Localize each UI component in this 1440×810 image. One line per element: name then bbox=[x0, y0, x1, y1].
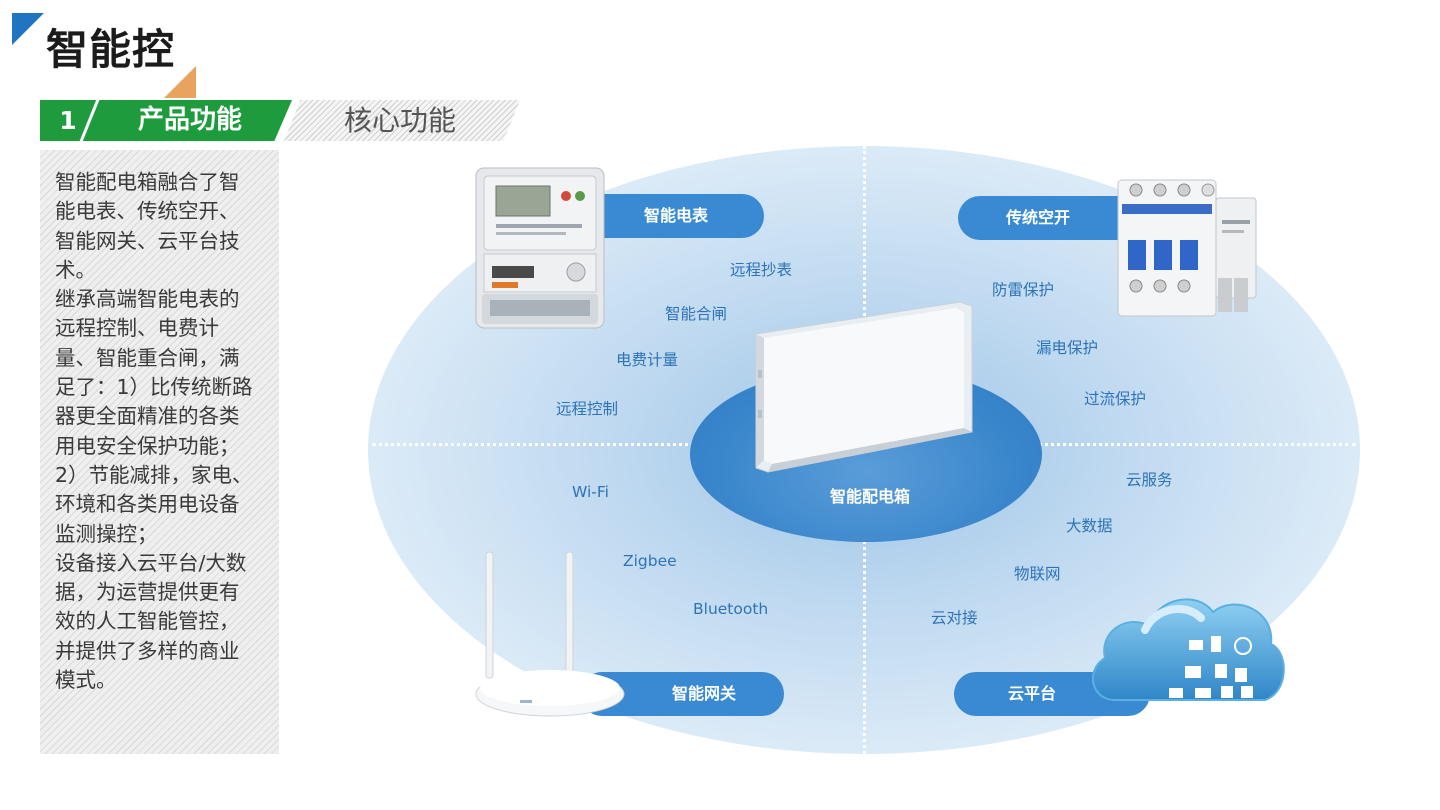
center-label: 智能配电箱 bbox=[830, 487, 911, 506]
item-label: 远程抄表 bbox=[730, 261, 793, 279]
item-label: 智能合闸 bbox=[665, 305, 728, 323]
item-label: 防雷保护 bbox=[992, 281, 1055, 299]
section-subtitle: 核心功能 bbox=[344, 104, 457, 137]
pill-label: 传统空开 bbox=[1006, 208, 1071, 227]
item-label: 云对接 bbox=[931, 609, 978, 627]
wifi-router-image bbox=[475, 551, 625, 717]
item-label: Zigbee bbox=[623, 552, 677, 570]
pill-label: 智能网关 bbox=[672, 684, 737, 703]
item-label: 电费计量 bbox=[616, 351, 679, 369]
section-number: 1 bbox=[59, 106, 77, 135]
subtitle-hatch-band bbox=[284, 100, 520, 141]
item-label: Wi-Fi bbox=[572, 483, 609, 501]
description-text: 智能配电箱融合了智能电表、传统空开、智能网关、云平台技术。 继承高端智能电表的远… bbox=[55, 170, 253, 693]
orange-triangle-decoration bbox=[164, 66, 196, 98]
circuit-breaker-image bbox=[1117, 179, 1257, 317]
item-label: 漏电保护 bbox=[1036, 339, 1099, 357]
pill-label: 智能电表 bbox=[644, 206, 709, 225]
item-label: 物联网 bbox=[1014, 565, 1061, 583]
corner-triangle-decoration bbox=[12, 13, 44, 45]
function-diagram: 智能电表 传统空开 智能网关 云平台 远程抄表 智能合闸 电费计量 远程控制 防… bbox=[360, 140, 1370, 760]
item-label: 大数据 bbox=[1066, 517, 1113, 535]
item-label: Bluetooth bbox=[693, 600, 769, 618]
page-title: 智能控 bbox=[46, 25, 176, 74]
item-label: 云服务 bbox=[1126, 471, 1173, 489]
cloud-platform-image bbox=[1092, 598, 1285, 701]
smart-meter-image bbox=[475, 167, 605, 329]
description-panel bbox=[40, 150, 279, 754]
item-label: 远程控制 bbox=[556, 400, 619, 418]
distribution-box-image bbox=[755, 301, 973, 473]
item-label: 过流保护 bbox=[1084, 390, 1147, 408]
pill-label: 云平台 bbox=[1008, 684, 1057, 703]
section-label: 产品功能 bbox=[137, 105, 242, 135]
